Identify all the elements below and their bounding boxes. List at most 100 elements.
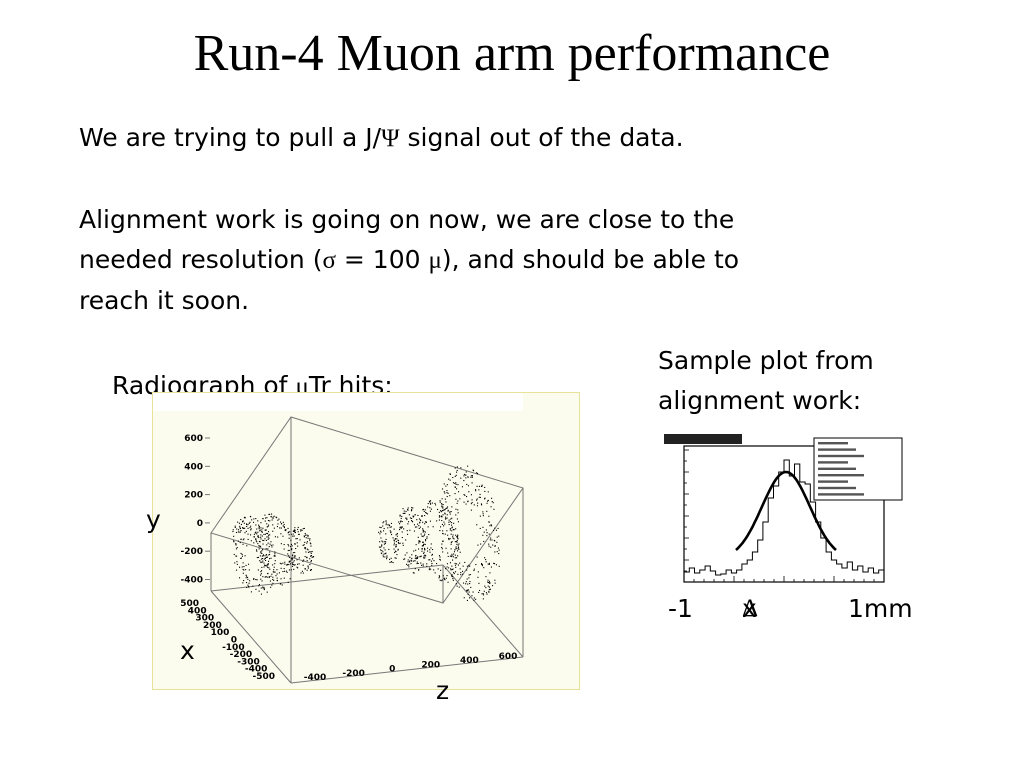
hit-point: [413, 572, 415, 574]
hit-point: [310, 555, 312, 557]
hit-point: [283, 526, 285, 528]
hit-point: [382, 551, 384, 553]
hit-point: [453, 571, 455, 573]
hit-point: [273, 566, 275, 568]
hit-point: [451, 526, 453, 528]
hit-point: [487, 500, 489, 502]
hit-point: [463, 582, 465, 584]
hit-point: [426, 537, 428, 539]
hit-point: [488, 515, 490, 517]
hit-point: [264, 564, 266, 566]
hit-point: [488, 545, 490, 547]
hit-point: [415, 544, 417, 546]
hit-point: [430, 547, 432, 549]
hit-point: [249, 521, 251, 523]
hit-point: [243, 569, 245, 571]
hit-point: [419, 556, 421, 558]
hit-point: [401, 521, 403, 523]
hit-point: [468, 591, 470, 593]
hit-point: [294, 543, 296, 545]
hit-point: [434, 502, 436, 504]
hit-point: [246, 545, 248, 547]
hit-point: [483, 531, 485, 533]
y-tick-label: 0: [197, 519, 203, 529]
hit-point: [393, 542, 395, 544]
hit-point: [271, 573, 273, 575]
hit-point: [480, 485, 482, 487]
hit-point: [483, 590, 485, 592]
hit-point: [297, 563, 299, 565]
axis-label-x: x: [180, 636, 195, 665]
hit-point: [471, 476, 473, 478]
hit-point: [264, 538, 266, 540]
hit-point: [457, 512, 459, 514]
hit-point: [476, 505, 478, 507]
hit-point: [236, 555, 238, 557]
hit-point: [456, 557, 458, 559]
hit-point: [310, 545, 312, 547]
y-tick-label: -200: [180, 547, 203, 557]
hit-point: [446, 530, 448, 532]
hit-point: [490, 537, 492, 539]
hit-point: [289, 531, 291, 533]
hit-point: [445, 501, 447, 503]
hit-point: [387, 524, 389, 526]
hit-point: [438, 515, 440, 517]
hit-point: [260, 558, 262, 560]
hit-point: [418, 541, 420, 543]
hit-point: [464, 494, 466, 496]
hit-point: [306, 556, 308, 558]
hit-point: [485, 592, 487, 594]
hit-point: [255, 538, 257, 540]
hit-point: [490, 546, 492, 548]
hit-point: [259, 545, 261, 547]
hit-point: [306, 569, 308, 571]
hit-point: [489, 588, 491, 590]
hit-point: [456, 488, 458, 490]
hit-point: [393, 540, 395, 542]
hit-point: [271, 519, 273, 521]
hit-point: [407, 508, 409, 510]
hit-point: [258, 590, 260, 592]
hit-point: [298, 533, 300, 535]
hit-point: [441, 506, 443, 508]
hit-point: [452, 568, 454, 570]
hit-point: [306, 560, 308, 562]
hit-point: [429, 520, 431, 522]
hit-point: [449, 538, 451, 540]
hit-point: [234, 525, 236, 527]
hit-point: [265, 576, 267, 578]
hit-point: [239, 527, 241, 529]
box-edge: [290, 656, 524, 684]
hit-point: [244, 516, 246, 518]
hit-point: [412, 572, 414, 574]
z-tick-label: 400: [460, 656, 479, 666]
hit-point: [414, 568, 416, 570]
hit-point: [288, 561, 290, 563]
hit-point: [468, 491, 470, 493]
hit-point: [488, 590, 490, 592]
hit-point: [245, 530, 247, 532]
hit-point: [431, 562, 433, 564]
hit-point: [267, 564, 269, 566]
hit-point: [388, 524, 390, 526]
hit-point: [395, 544, 397, 546]
hit-point: [441, 504, 443, 506]
hit-point: [239, 577, 241, 579]
hit-point: [313, 556, 315, 558]
hit-point: [466, 590, 468, 592]
hit-point: [427, 503, 429, 505]
hit-point: [248, 522, 250, 524]
hit-point: [296, 538, 298, 540]
hit-point: [234, 562, 236, 564]
hit-point: [258, 537, 260, 539]
hit-point: [441, 548, 443, 550]
hit-point: [492, 585, 494, 587]
hit-point: [294, 556, 296, 558]
hit-point: [424, 557, 426, 559]
hit-point: [415, 555, 417, 557]
hit-point: [281, 584, 283, 586]
x-tick-label: 500: [180, 599, 199, 609]
hit-point: [494, 527, 496, 529]
